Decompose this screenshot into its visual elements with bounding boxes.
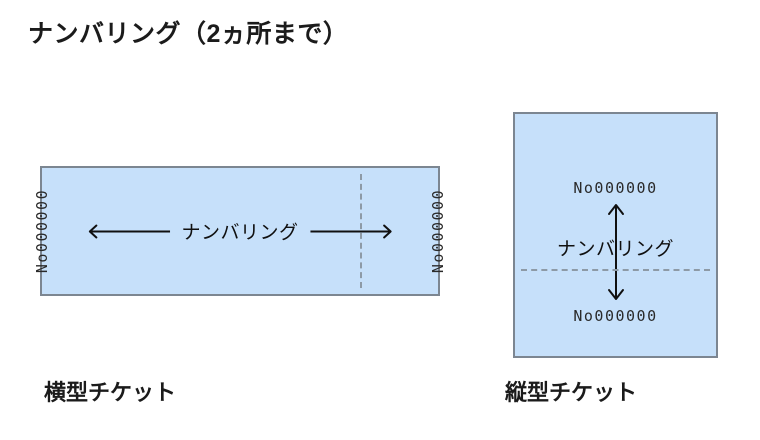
vertical-ticket-caption: 縦型チケット [505,380,638,405]
horizontal-ticket-fold-line [360,174,362,288]
horizontal-ticket-serial-right: No000000 [428,188,447,274]
vertical-ticket-serial-bottom: No000000 [573,307,658,325]
horizontal-ticket-arrow-label: ナンバリング [181,222,299,244]
horizontal-ticket-caption: 横型チケット [44,380,177,405]
horizontal-ticket-arrow-group: ナンバリング [84,218,396,245]
page-title: ナンバリング（2ヵ所まで） [28,20,349,48]
vertical-ticket-arrow-label: ナンバリング [556,239,674,260]
arrow-left-icon [84,222,171,240]
horizontal-ticket-serial-left: No000000 [33,188,52,274]
vertical-ticket-serial-top: No000000 [573,179,658,197]
vertical-ticket-fold-line [521,269,710,271]
arrow-right-icon [309,222,396,240]
vertical-ticket-diagram: No000000 ナンバリング No000000 [513,112,718,358]
horizontal-ticket-diagram: No000000 No000000 ナンバリング [33,166,447,296]
